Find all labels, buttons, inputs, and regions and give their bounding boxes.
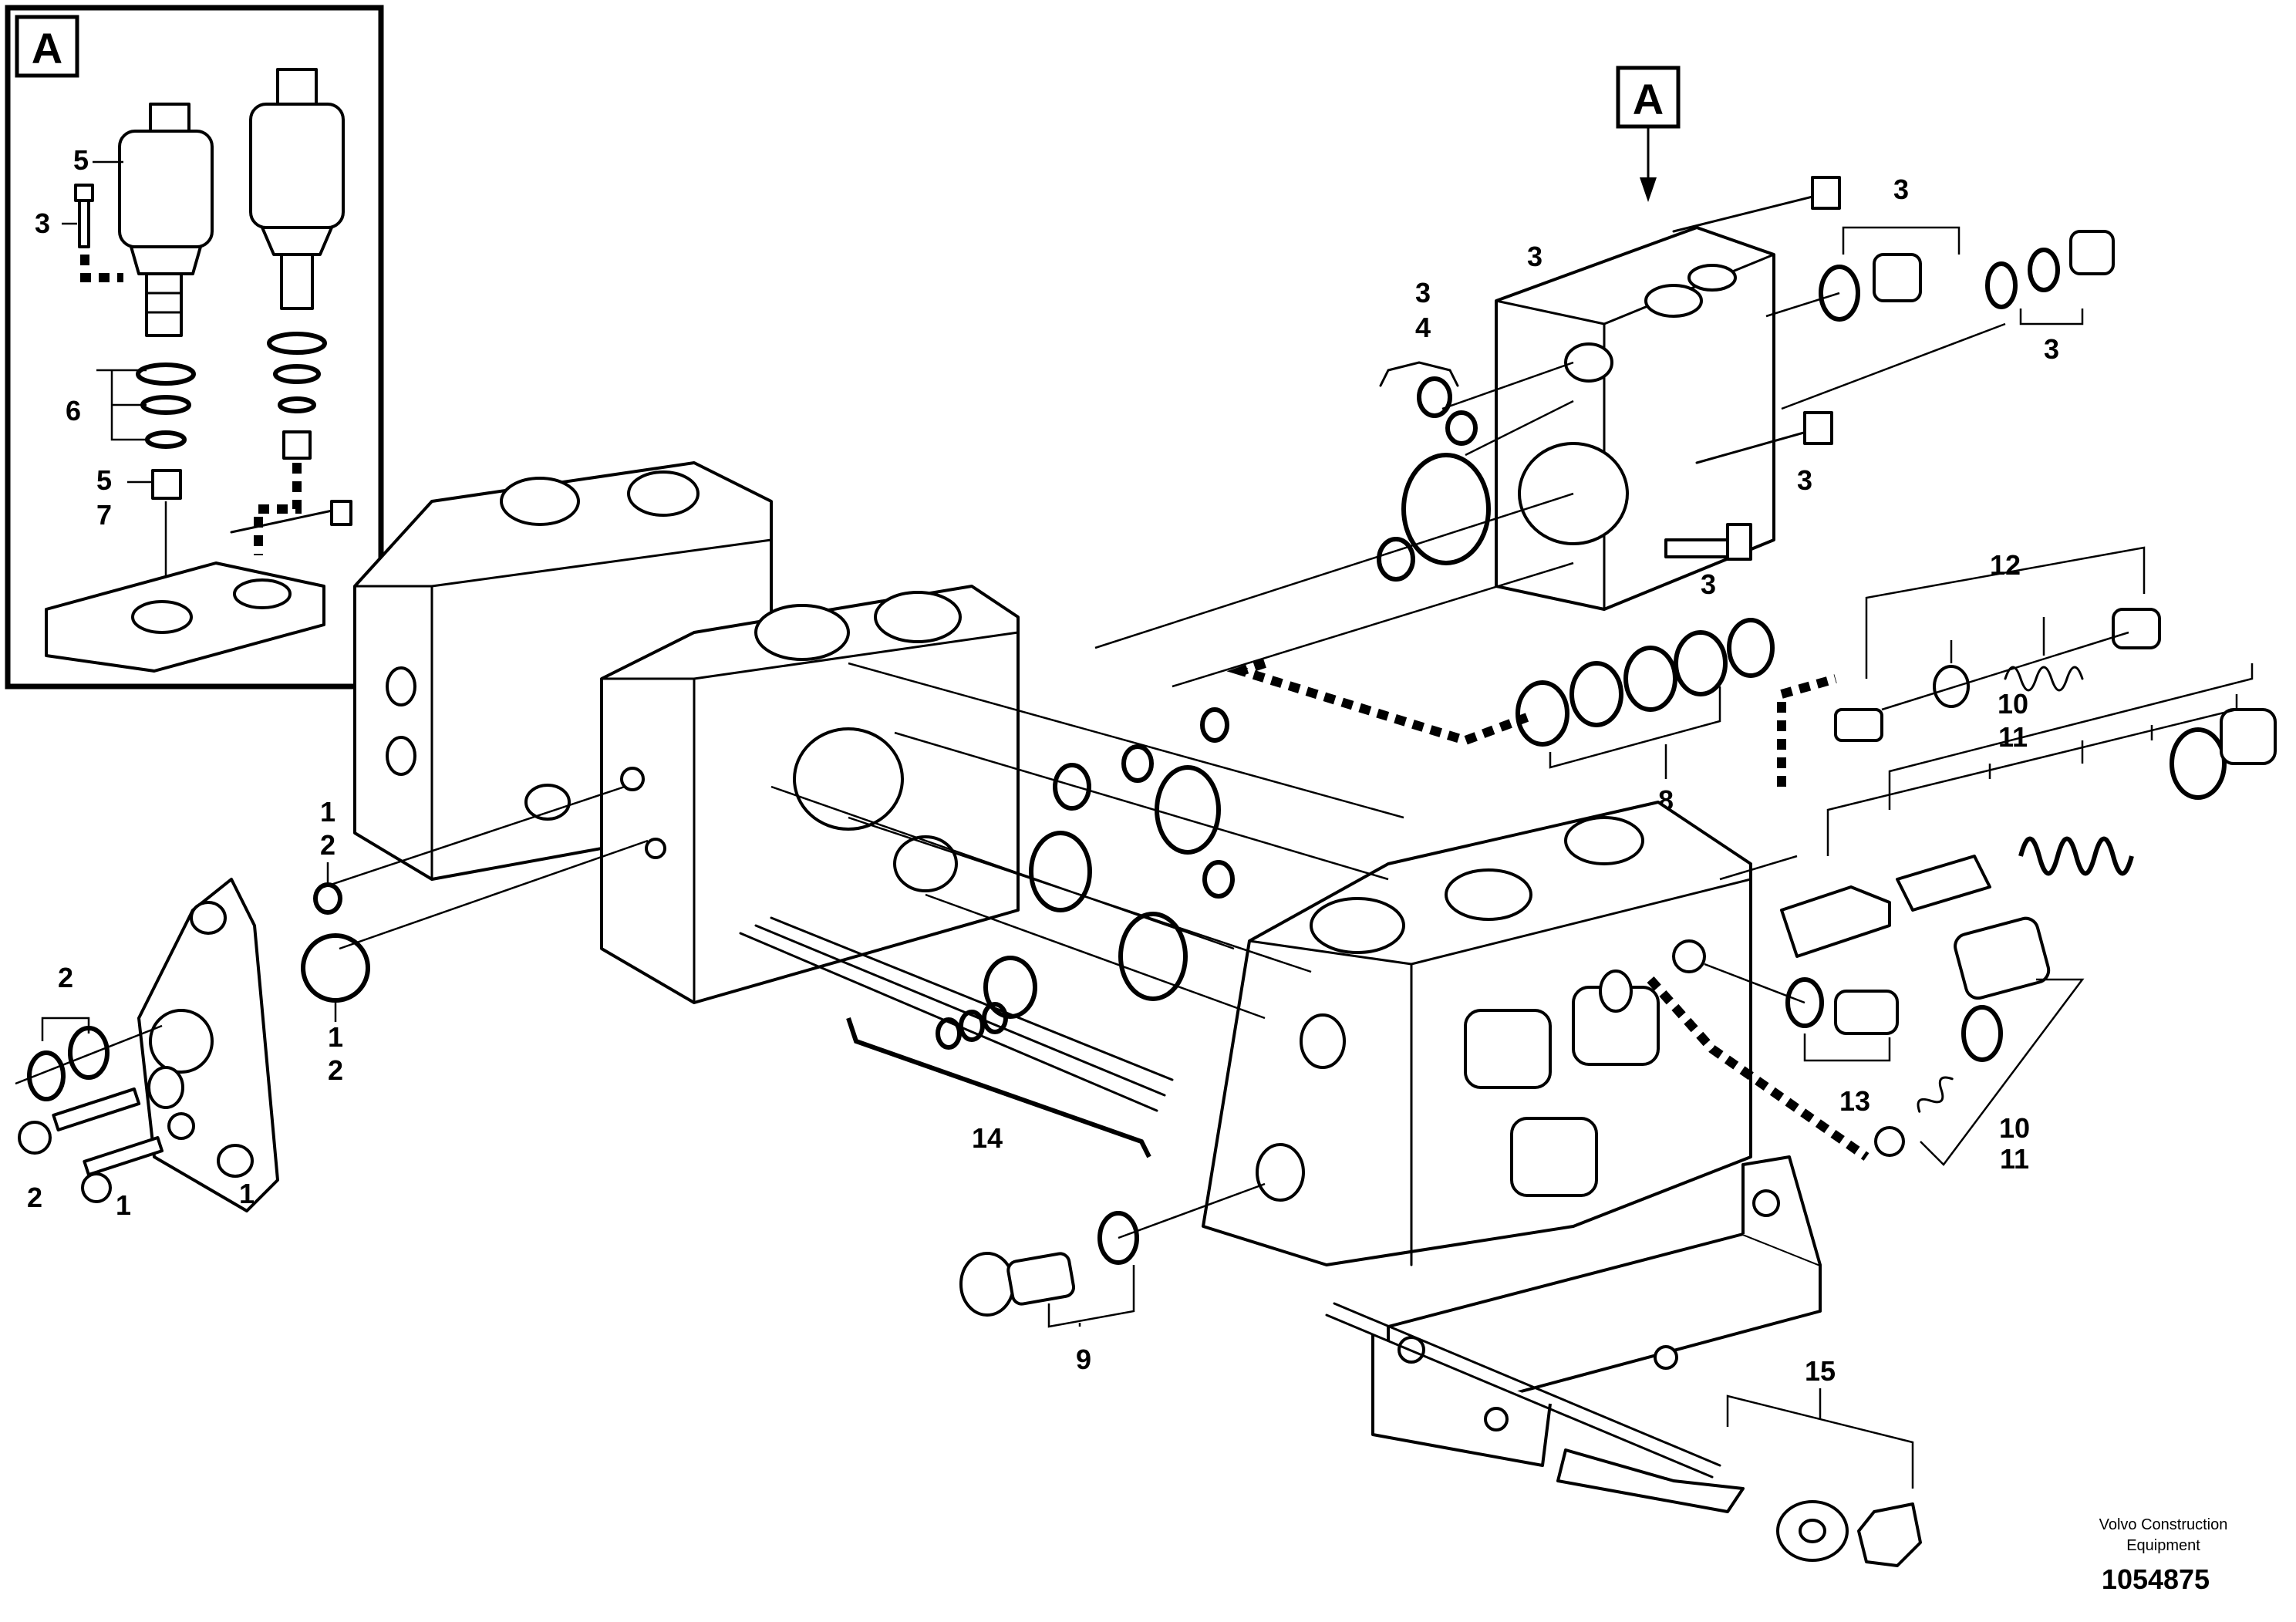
callout-5-lower: 5 xyxy=(96,464,112,496)
callout-10-upper: 10 xyxy=(1998,688,2028,720)
relief-valve-lower xyxy=(1719,663,2277,958)
maker-line-1: Volvo Construction xyxy=(2099,1516,2228,1533)
callout-2-cover: 2 xyxy=(58,962,73,993)
callout-3-lower: 3 xyxy=(1701,568,1716,600)
relief-cartridge-lower: 10 11 xyxy=(1647,916,2085,1175)
spring-cartridge xyxy=(1917,1076,1954,1113)
figure-number: 1054875 xyxy=(2102,1563,2210,1595)
callout-10-lower: 10 xyxy=(1999,1112,2030,1144)
callout-2-ring: 2 xyxy=(320,829,335,861)
callout-2-ring2: 2 xyxy=(328,1054,343,1086)
top-block-o-rings xyxy=(1094,361,1574,688)
end-cover-callouts: 1 2 1 2 2 2 1 1 xyxy=(27,796,343,1221)
inset-o-rings-right xyxy=(267,332,327,460)
callout-5-upper: 5 xyxy=(73,144,89,176)
callout-3-topright: 3 xyxy=(1893,174,1909,205)
callout-3-left: 3 xyxy=(1415,277,1431,309)
seal-ring-group-8: 8 xyxy=(1226,618,1775,816)
spring-lower xyxy=(2018,836,2134,876)
valve-section-front xyxy=(1202,801,1752,1266)
callout-3-mid: 3 xyxy=(1797,464,1812,496)
spring-upper xyxy=(2004,666,2084,692)
inset-screw xyxy=(74,184,94,248)
main-view-ref: A xyxy=(1616,66,1681,202)
callout-7: 7 xyxy=(96,499,112,531)
callout-1-ring: 1 xyxy=(320,796,335,828)
callout-14: 14 xyxy=(972,1122,1003,1154)
callout-1-bolt: 1 xyxy=(116,1189,131,1221)
inset-view-ref: A xyxy=(32,24,62,73)
solenoid-valve-left xyxy=(118,103,214,337)
callout-4: 4 xyxy=(1415,312,1431,343)
inset-detail-a: A xyxy=(5,5,384,690)
callout-6: 6 xyxy=(66,395,81,427)
mounting-bracket xyxy=(1371,1155,1822,1467)
callout-11-lower: 11 xyxy=(2000,1143,2029,1175)
callout-9: 9 xyxy=(1076,1344,1091,1375)
callout-13: 13 xyxy=(1839,1085,1870,1117)
top-block-screws xyxy=(1664,523,1752,561)
callout-3-top: 3 xyxy=(1527,241,1542,272)
valve-section-middle xyxy=(600,585,1020,1004)
callout-3-right: 3 xyxy=(2044,333,2059,365)
top-plug-group xyxy=(1765,230,2115,410)
callout-3-inset: 3 xyxy=(35,207,50,239)
plug-13: 13 xyxy=(1704,963,1899,1117)
callout-12: 12 xyxy=(1990,549,2021,581)
callout-2-nut: 2 xyxy=(27,1182,42,1213)
solenoid-mount-block xyxy=(1495,176,1841,611)
end-cover xyxy=(137,878,279,1212)
tie-rod-group-14: 14 xyxy=(739,916,1174,1158)
tie-bolt-15: 15 xyxy=(1325,1302,1922,1567)
solenoid-valve-right xyxy=(249,68,345,310)
section-o-rings xyxy=(770,662,1404,1020)
footer-block: Volvo Construction Equipment 1054875 xyxy=(2099,1516,2228,1595)
callout-1-ring2: 1 xyxy=(328,1021,343,1053)
relief-valve-upper: 12 10 11 xyxy=(1834,546,2161,753)
plug-9: 9 xyxy=(959,1182,1266,1375)
callout-1-cover: 1 xyxy=(239,1178,255,1209)
maker-line-2: Equipment xyxy=(2126,1537,2200,1554)
svg-text:A: A xyxy=(1633,75,1664,123)
inset-valve-housing xyxy=(45,500,352,673)
top-block-callouts: 3 3 4 3 3 3 3 xyxy=(1379,174,2084,600)
callout-15: 15 xyxy=(1805,1355,1836,1387)
end-cover-rings xyxy=(15,785,649,1203)
